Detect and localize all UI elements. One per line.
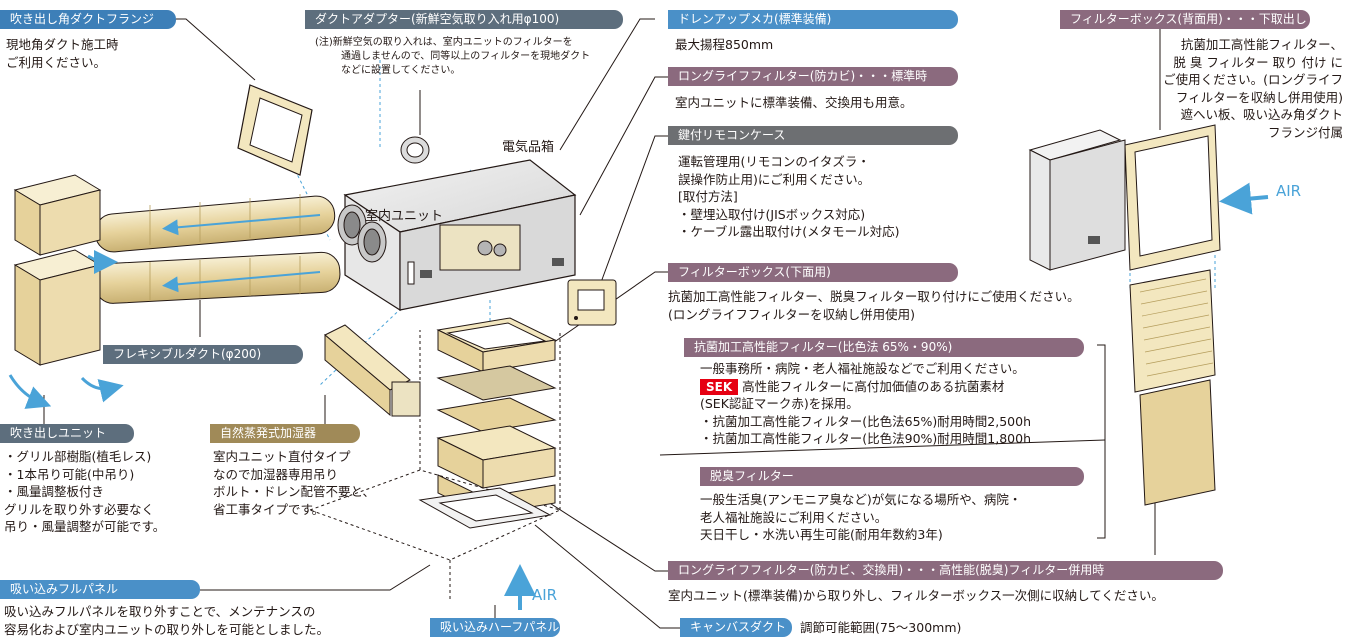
fukidashi-unit-text: ・グリル部樹脂(植毛レス)・1本吊り可能(中吊り) ・風量調整板付きグリルを取り…	[4, 449, 166, 534]
duct-adapter-tag: ダクトアダプター(新鮮空気取り入れ用φ100)	[305, 10, 623, 29]
deodor-filter-tag: 脱臭フィルター	[700, 467, 1084, 486]
filter-stack-illustration	[418, 317, 557, 610]
deodor-filter-text: 一般生活臭(アンモニア臭など)が気になる場所や、病院・老人福祉施設にご利用くださ…	[700, 492, 1022, 542]
canvas-duct-text: 調節可能範囲(75〜300mm)	[800, 620, 962, 635]
suikomi-half-tag: 吸い込みハーフパネル	[430, 618, 560, 637]
longlife-combo-tag: ロングライフフィルター(防カビ、交換用)・・・高性能(脱臭)フィルター併用時	[668, 561, 1223, 580]
flexible-duct-illustration	[94, 194, 341, 304]
filter-box-back-text: 抗菌加工高性能フィルター、脱 臭 フィルター 取り 付け に ご使用ください。(…	[1163, 37, 1343, 140]
duct-flange-illustration	[237, 84, 313, 176]
remocon-case-tag: 鍵付リモコンケース	[668, 126, 958, 145]
humidifier-text: 室内ユニット直付タイプなので加湿器専用吊り ボルト・ドレン配管不要と、省工事タイ…	[213, 449, 376, 517]
discharge-unit-illustration	[8, 174, 124, 409]
drain-up-tag: ドレンアップメカ(標準装備)	[668, 10, 958, 29]
indoor-unit-label: 室内ユニット	[365, 209, 444, 224]
remocon-case-text: 運転管理用(リモコンのイタズラ・誤操作防止用)にご利用ください。 [取付方法]・…	[678, 154, 900, 239]
longlife-standard-text: 室内ユニットに標準装備、交換用も用意。	[675, 95, 913, 110]
antibac-filter-tag: 抗菌加工高性能フィルター(比色法 65%・90%)	[684, 338, 1084, 357]
filter-box-back-tag: フィルターボックス(背面用)・・・下取出し	[1060, 10, 1310, 29]
longlife-combo-text: 室内ユニット(標準装備)から取り外し、フィルターボックス一次側に収納してください…	[668, 588, 1164, 603]
fukidashi-flange-text: 現地角ダクト施工時ご利用ください。	[6, 37, 119, 70]
duct-adapter-note: (注)新鮮空気の取り入れは、室内ユニットのフィルターを 通過しませんので、同等以…	[315, 37, 591, 76]
sek-badge: SEK	[700, 378, 739, 395]
filter-box-bottom-tag: フィルターボックス(下面用)	[668, 263, 958, 282]
electrical-box-label: 電気品箱	[502, 140, 555, 155]
back-filter-box-illustration	[1028, 124, 1269, 506]
drain-up-text: 最大揚程850mm	[675, 37, 774, 52]
air-label-right: AIR	[1276, 182, 1302, 200]
longlife-standard-tag: ロングライフフィルター(防カビ)・・・標準時	[668, 67, 958, 86]
remote-case-illustration	[567, 279, 617, 326]
air-label-bottom: AIR	[532, 586, 558, 604]
filter-box-bottom-text: 抗菌加工高性能フィルター、脱臭フィルター取り付けにご使用ください。(ロングライフ…	[668, 289, 1080, 322]
suikomi-full-text: 吸い込みフルパネルを取り外すことで、メンテナンスの容易化および室内ユニットの取り…	[4, 604, 330, 637]
duct-adapter-illustration	[400, 136, 430, 164]
fukidashi-unit-tag: 吹き出しユニット	[0, 424, 134, 443]
canvas-duct-tag: キャンバスダクト	[680, 618, 792, 637]
indoor-unit-illustration	[337, 159, 577, 312]
humidifier-illustration	[324, 324, 421, 417]
humidifier-tag: 自然蒸発式加湿器	[210, 424, 360, 443]
flexible-duct-tag: フレキシブルダクト(φ200)	[103, 345, 303, 364]
fukidashi-flange-tag: 吹き出し角ダクトフランジ	[0, 10, 176, 29]
suikomi-full-tag: 吸い込みフルパネル	[0, 580, 200, 599]
